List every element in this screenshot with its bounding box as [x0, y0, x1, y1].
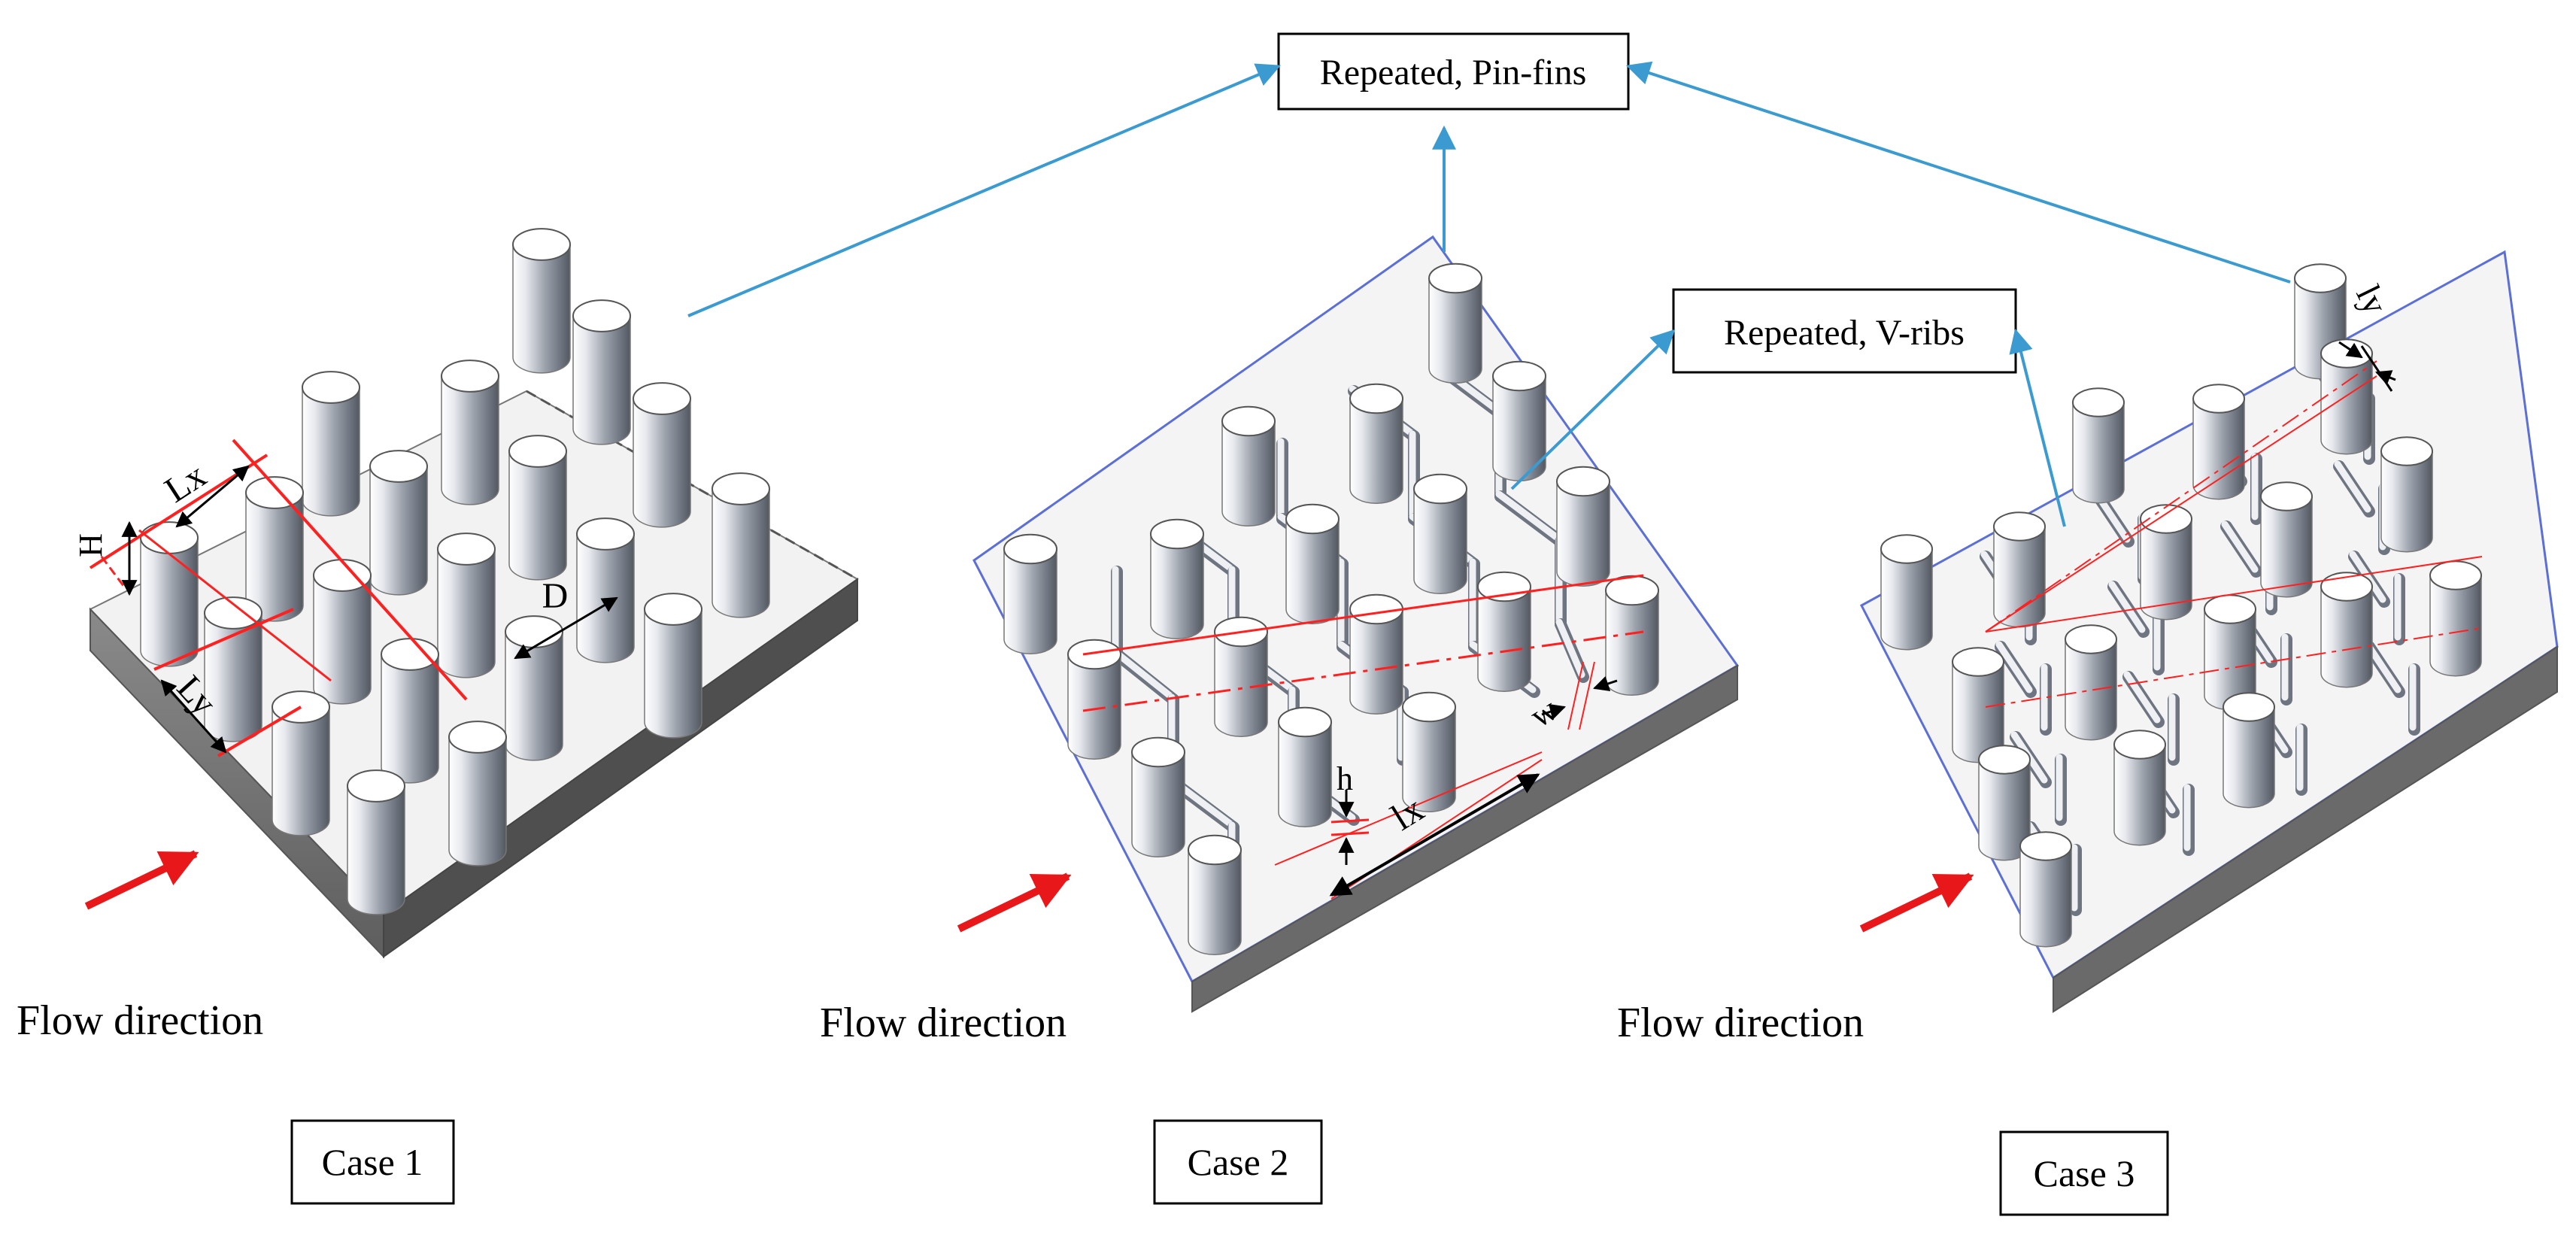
- case3-label-box: Case 3: [1999, 1130, 2169, 1216]
- dim-label-H: H: [72, 533, 109, 557]
- dim-label-D: D: [542, 576, 569, 616]
- v-rib-segment: [1111, 648, 1179, 705]
- pin-fin: [1349, 593, 1403, 715]
- case3-label: Case 3: [2034, 1152, 2135, 1194]
- pin-fin: [505, 615, 563, 761]
- v-rib-segment: [2183, 784, 2195, 856]
- v-rib-segment: [1468, 558, 1480, 653]
- pin-fin: [644, 593, 702, 739]
- dim-label-h: h: [1337, 760, 1353, 797]
- v-rib-segment: [1276, 438, 1288, 525]
- v-ribs-callout: Repeated, V-ribs: [1672, 288, 2017, 374]
- case1-label: Case 1: [322, 1141, 423, 1183]
- v-rib-segment: [1555, 618, 1589, 683]
- pin-fin: [2320, 572, 2373, 688]
- v-rib-segment: [1337, 558, 1349, 653]
- case2-pin-fins: [1003, 262, 1659, 955]
- case2-label: Case 2: [1188, 1141, 1289, 1183]
- pin-fin: [512, 228, 571, 374]
- pin-fin: [2019, 831, 2072, 948]
- flow-direction-label-2: Flow direction: [820, 1000, 1067, 1046]
- pin-fin: [437, 533, 496, 678]
- v-ribs-callout-text: Repeated, V-ribs: [1724, 313, 1965, 353]
- pin-fin: [272, 690, 330, 836]
- v-rib-segment: [2280, 633, 2292, 705]
- v-rib-segment: [2333, 460, 2375, 517]
- v-rib-segment: [1494, 490, 1567, 548]
- pin-fin: [1349, 383, 1403, 504]
- pin-fin: [2320, 338, 2373, 455]
- v-rib-segment: [2295, 724, 2307, 796]
- pin-fin: [572, 299, 631, 445]
- pin-fin: [2380, 436, 2433, 553]
- pin-fin: [140, 521, 199, 667]
- flow-arrows: [84, 850, 1974, 933]
- pin-fin: [302, 371, 360, 517]
- case2-dimensions: [1082, 574, 1644, 900]
- case3-pin-fins: [1880, 263, 2482, 948]
- pin-fin: [448, 721, 507, 866]
- pin-fin: [245, 476, 304, 622]
- dim-label-ly: ly: [2349, 279, 2395, 320]
- v-rib-segment: [2250, 453, 2262, 525]
- pin-fin: [2192, 384, 2245, 500]
- pin-fin: [313, 559, 372, 705]
- v-rib-segment: [1111, 566, 1123, 660]
- pin-fin: [2065, 624, 2117, 741]
- v-rib-segment: [2122, 671, 2165, 728]
- case1-label-box: Case 1: [290, 1119, 455, 1205]
- pin-fin: [1150, 518, 1204, 639]
- pin-fins-callout: Repeated, Pin-fins: [1277, 32, 1630, 111]
- pin-fin: [2072, 387, 2125, 504]
- pin-fin: [1221, 405, 1276, 526]
- pin-fin: [369, 450, 428, 596]
- pin-fin: [1214, 616, 1268, 737]
- case3-dimensions: [1985, 341, 2483, 708]
- v-rib-segment: [1995, 641, 2037, 698]
- pin-fin: [1556, 466, 1610, 587]
- pin-fin: [1605, 575, 1659, 696]
- pin-fin: [1880, 534, 1933, 651]
- v-rib-segment: [2168, 693, 2180, 766]
- pin-fin: [1952, 647, 2004, 763]
- pin-fin: [1428, 262, 1482, 384]
- flow-direction-label-1: Flow direction: [17, 997, 263, 1044]
- pin-fin: [1413, 473, 1467, 594]
- case1-dimensions: [89, 438, 618, 757]
- v-rib-segment: [2408, 663, 2420, 736]
- pin-fin: [381, 638, 439, 784]
- pin-fin: [1131, 736, 1185, 857]
- v-rib-segment: [2220, 520, 2262, 578]
- pin-fin: [2223, 692, 2275, 809]
- pin-fin: [1067, 639, 1121, 760]
- pin-fin: [1003, 533, 1057, 654]
- pin-fin: [1477, 571, 1531, 692]
- v-rib-segment: [2055, 754, 2067, 826]
- pin-fin: [1492, 360, 1546, 481]
- pin-fin: [1188, 834, 1242, 955]
- pin-fin: [633, 382, 691, 528]
- pin-fin: [2140, 504, 2192, 621]
- pin-fin: [2260, 481, 2313, 598]
- pin-fin: [508, 435, 567, 581]
- pin-fin: [576, 517, 635, 663]
- pin-fin: [1278, 706, 1332, 827]
- case2-label-box: Case 2: [1153, 1119, 1323, 1205]
- pin-fin: [347, 769, 405, 915]
- callout-arrows: [687, 61, 2291, 527]
- pin-fins-callout-text: Repeated, Pin-fins: [1320, 53, 1587, 93]
- pin-fin: [2429, 560, 2482, 677]
- v-rib-segment: [2070, 844, 2082, 916]
- flow-direction-label-3: Flow direction: [1617, 1000, 1864, 1046]
- pin-fin: [441, 360, 499, 505]
- v-rib-segment: [2393, 573, 2405, 645]
- v-rib-segment: [2040, 663, 2052, 736]
- pin-fin: [1285, 503, 1340, 624]
- v-rib-segment: [2107, 581, 2150, 638]
- pin-fin: [2113, 730, 2166, 846]
- pin-fin: [712, 472, 770, 618]
